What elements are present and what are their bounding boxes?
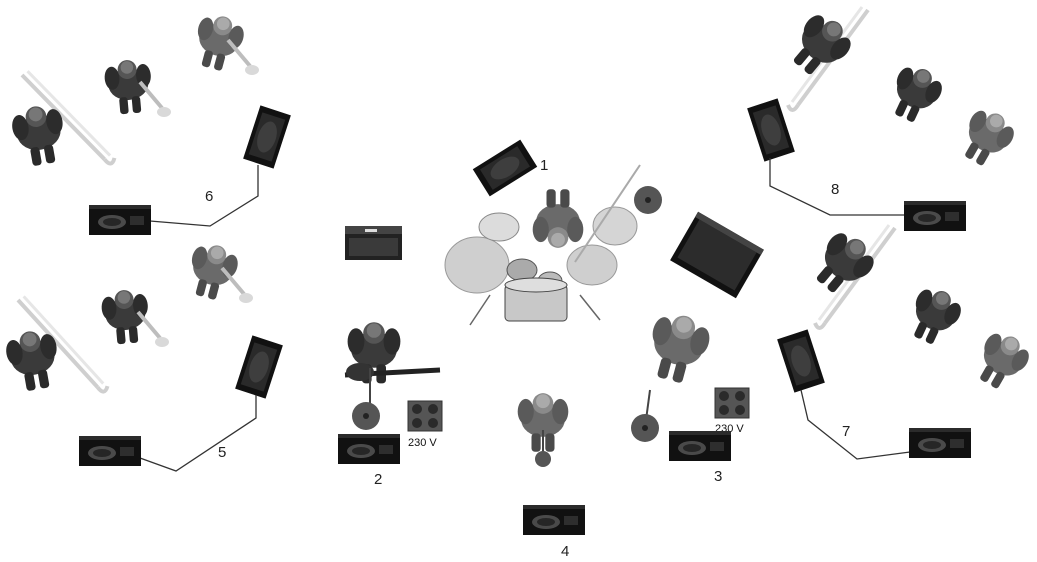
power-outlet-left [407, 400, 443, 432]
floor-wedge-monitor-3 [669, 431, 731, 461]
drummer [532, 189, 584, 248]
guitar-amp [345, 226, 402, 260]
floor-wedge-monitor-2 [338, 434, 400, 464]
floor-wedge-monitor-4 [523, 505, 585, 535]
monitor-number-1: 1 [540, 157, 548, 174]
sax-player-left-top [188, 10, 261, 77]
trumpet-player-right-bottom [901, 282, 967, 351]
sax-player-left-bottom [182, 239, 255, 305]
bass-player [641, 308, 715, 388]
mic-stand-drum [634, 186, 662, 214]
drum-monitor [472, 139, 538, 197]
trumpet-player-left-top [103, 58, 173, 119]
trombone-player-right-bottom [804, 223, 897, 330]
sax-player-right-bottom [968, 326, 1035, 396]
mic-stand-bass [631, 389, 659, 442]
monitor-number-7: 7 [842, 423, 850, 440]
power-outlet-right [714, 387, 750, 419]
tall-speaker-left-top [243, 105, 291, 169]
monitor-number-3: 3 [714, 468, 722, 485]
monitor-number-2: 2 [374, 471, 382, 488]
mic-stand-guitar [352, 368, 380, 430]
monitor-number-5: 5 [218, 444, 226, 461]
tall-speaker-right-bottom [777, 329, 825, 393]
tall-speaker-left-bottom [235, 335, 283, 399]
monitor-number-8: 8 [831, 181, 839, 198]
floor-wedge-monitor-8 [904, 201, 966, 231]
trumpet-player-left-bottom [100, 288, 171, 349]
singer [517, 393, 569, 467]
guitar-player [344, 322, 441, 384]
floor-wedge-monitor-5 [79, 436, 141, 466]
drum-kit [444, 164, 641, 326]
trombone-player-left-top [9, 58, 118, 177]
power-outlet-left-label: 230 V [408, 437, 437, 449]
bass-amp [670, 211, 764, 299]
sax-player-right-top [953, 103, 1020, 173]
monitor-number-6: 6 [205, 188, 213, 205]
trumpet-player-right-top [882, 60, 948, 129]
trombone-player-right-top [781, 5, 870, 112]
floor-wedge-monitor-6 [89, 205, 151, 235]
monitor-number-4: 4 [561, 543, 569, 560]
floor-wedge-monitor-7 [909, 428, 971, 458]
trombone-player-left-bottom [3, 286, 111, 402]
